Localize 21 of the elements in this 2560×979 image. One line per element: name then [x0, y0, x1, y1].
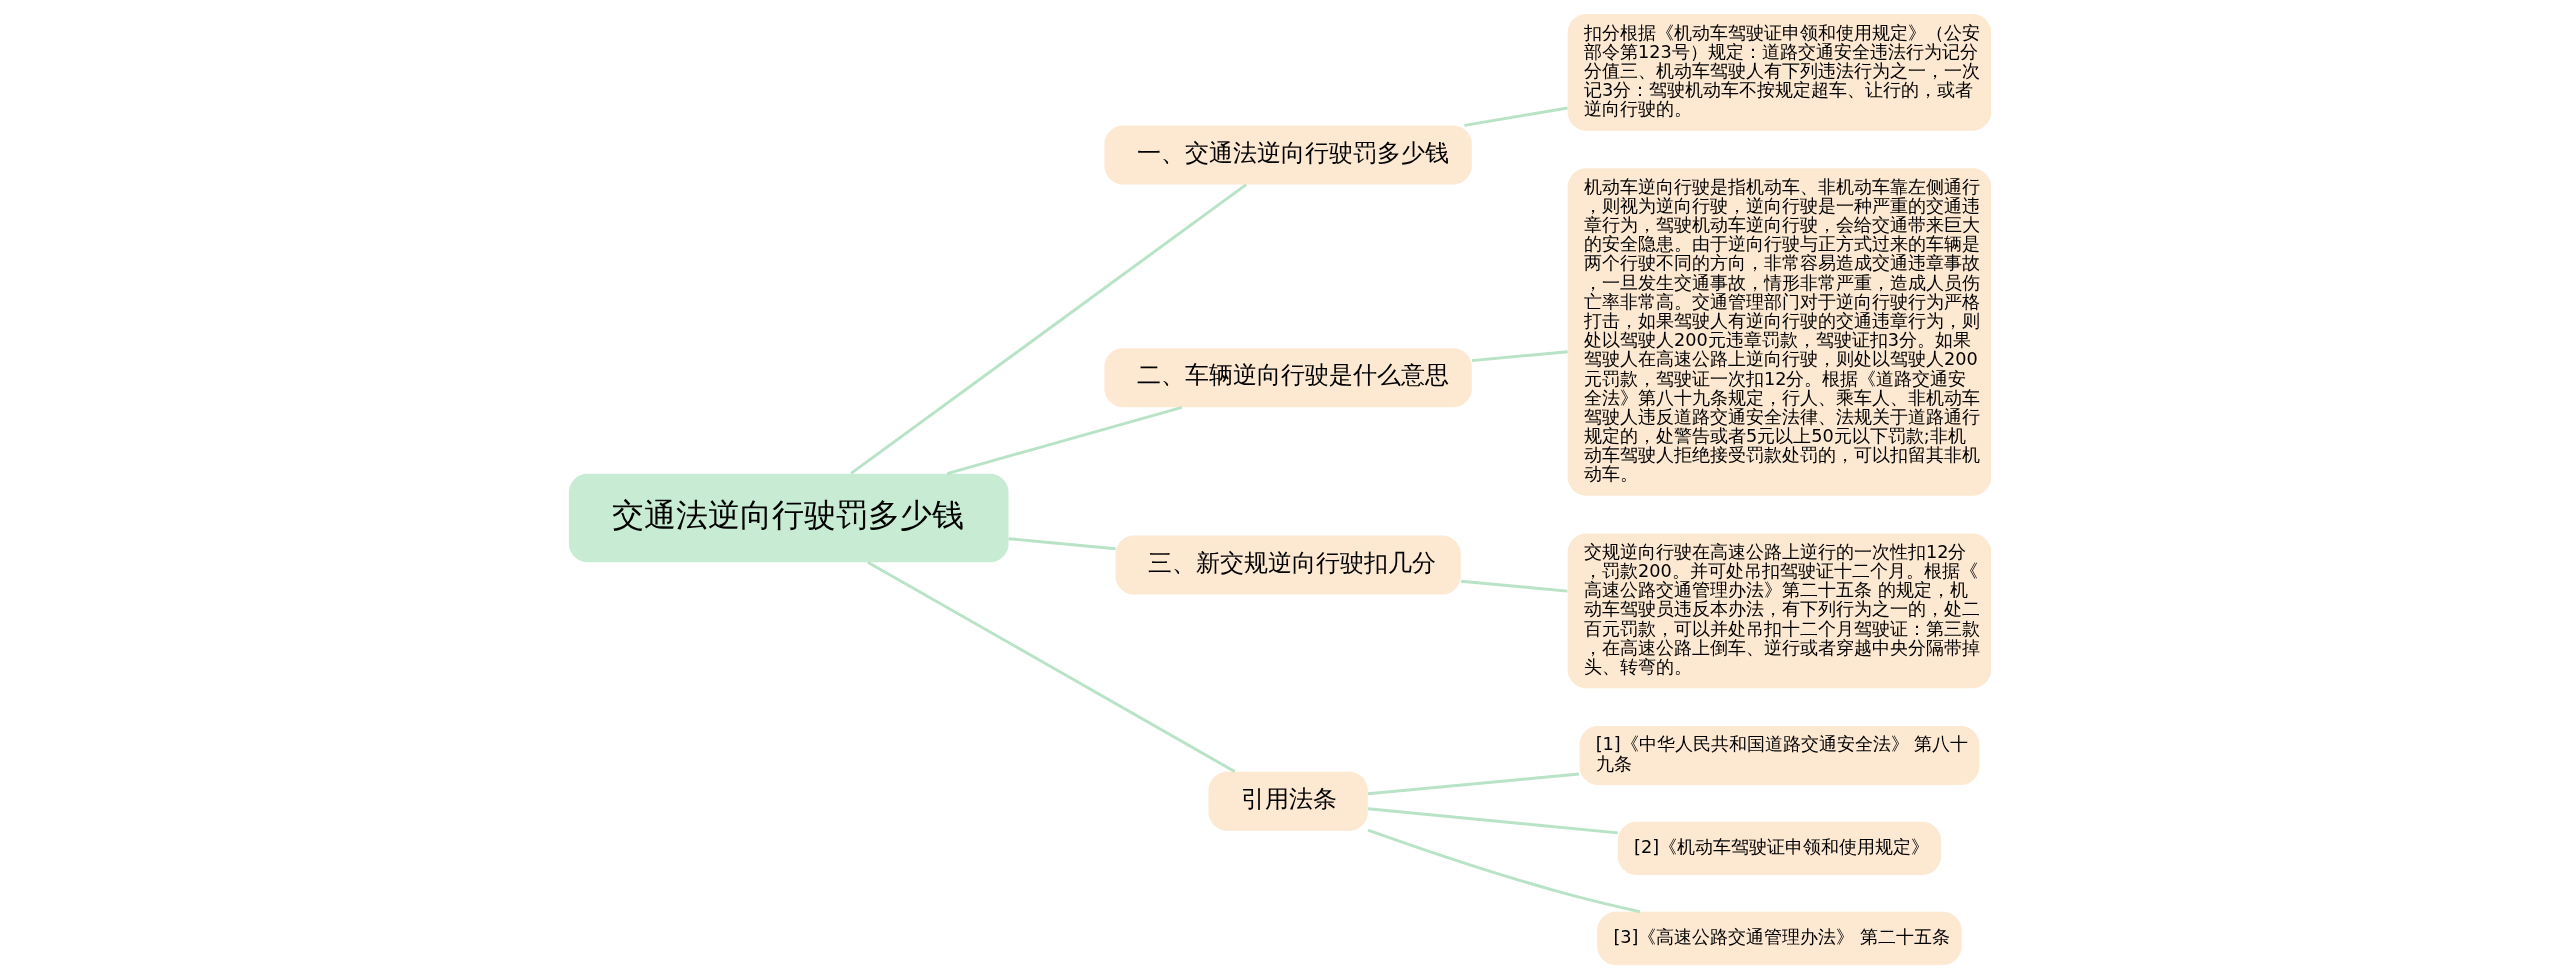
- connector: [946, 405, 1183, 475]
- node-box: 二、车辆逆向行驶是什么意思: [1104, 348, 1472, 408]
- connector: [1367, 772, 1580, 796]
- connector: [1367, 828, 1641, 914]
- node-box: 引用法条: [1208, 771, 1368, 831]
- connector: [850, 183, 1247, 475]
- connector: [867, 560, 1236, 773]
- node-box: 交通法逆向行驶罚多少钱: [568, 473, 1009, 563]
- connector: [1471, 350, 1568, 363]
- node-box: [3]《高速公路交通管理办法》 第二十五条: [1597, 911, 1962, 965]
- connector: [1367, 807, 1618, 835]
- node-box: [1]《中华人民共和国道路交通安全法》 第八十九条: [1579, 725, 1980, 785]
- node-box: 扣分根据《机动车驾驶证申领和使用规定》（公安部令第123号）规定：道路交通安全违法行为记分分值三、机动车驾驶人有下列违法行为之一，一次记3分：驾驶机动车不按规定超车、让行的，或者逆向行驶的。: [1567, 14, 1992, 131]
- connector: [1008, 537, 1116, 551]
- connector: [1464, 106, 1568, 127]
- node-box: [2]《机动车驾驶证申领和使用规定》: [1617, 821, 1941, 875]
- node-box: 一、交通法逆向行驶罚多少钱: [1104, 125, 1472, 185]
- node-box: 机动车逆向行驶是指机动车、非机动车靠左侧通行，则视为逆向行驶，逆向行驶是一种严重的交通违章行为，驾驶机动车逆向行驶，会给交通带来巨大的安全隐患。由于逆向行驶与正方式过来的车辆是两个行驶不同的方向，非常容易造成交通违章事故，一旦发生交通事故，情形非常严重，造成人员伤亡率非常高。交通管理部门对于逆向行驶行为严格打击，如果驾驶人有逆向行驶的交通违章行为，则处以驾驶人200元违章罚款，驾驶证扣3分。如果驾驶人在高速公路上逆向行驶，则处以驾驶人200元罚款，驾驶证一次扣12分。根据《道路交通安全法》第八十九条规定，行人、乘车人、非机动车驾驶人违反道路交通安全法律、法规关于道路通行规定的，处警告或者5元以上50元以下罚款;非机动车驾驶人拒绝接受罚款处罚的，可以扣留其非机动车。: [1567, 168, 1992, 496]
- node-box: 交规逆向行驶在高速公路上逆行的一次性扣12分，罚款200。并可处吊扣驾驶证十二个月。根据《高速公路交通管理办法》第二十五条 的规定，机动车驾驶员违反本办法，有下列行为之一的，处二百元罚款，可以并处吊扣十二个月驾驶证：第三款，在高速公路上倒车、逆行或者穿越中央分隔带掉头、转弯的。: [1567, 533, 1992, 689]
- connector: [1460, 579, 1568, 593]
- node-box: 三、新交规逆向行驶扣几分: [1115, 535, 1461, 595]
